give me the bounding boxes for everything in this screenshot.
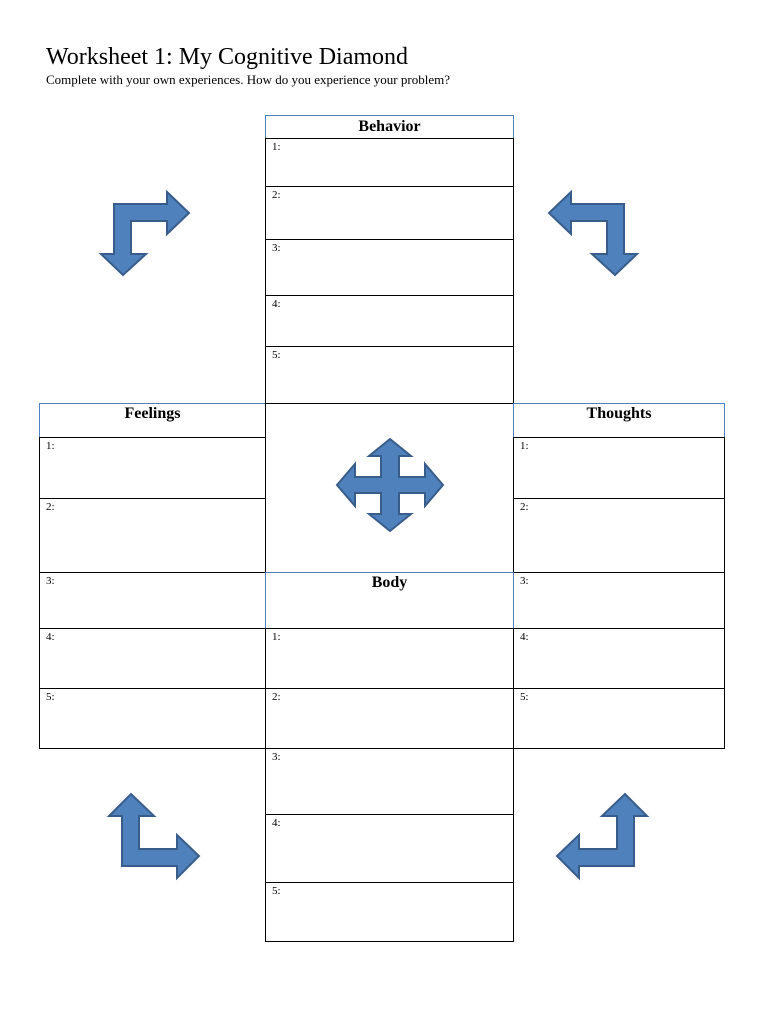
body-field-1[interactable]: 1: xyxy=(265,628,514,690)
body-field-3[interactable]: 3: xyxy=(265,748,514,816)
bent-arrow-icon xyxy=(555,792,650,881)
thoughts-field-3[interactable]: 3: xyxy=(513,572,725,630)
feelings-field-5[interactable]: 5: xyxy=(39,688,266,749)
behavior-header: Behavior xyxy=(265,115,514,139)
body-field-5[interactable]: 5: xyxy=(265,882,514,942)
thoughts-field-4[interactable]: 4: xyxy=(513,628,725,690)
behavior-field-1[interactable]: 1: xyxy=(265,138,514,188)
body-field-4[interactable]: 4: xyxy=(265,814,514,884)
bent-arrow-icon xyxy=(547,189,640,277)
thoughts-field-5[interactable]: 5: xyxy=(513,688,725,749)
thoughts-field-1[interactable]: 1: xyxy=(513,437,725,500)
behavior-field-3[interactable]: 3: xyxy=(265,239,514,297)
body-field-2[interactable]: 2: xyxy=(265,688,514,750)
feelings-field-4[interactable]: 4: xyxy=(39,628,266,690)
behavior-field-5[interactable]: 5: xyxy=(265,346,514,405)
thoughts-header: Thoughts xyxy=(513,403,725,438)
feelings-field-1[interactable]: 1: xyxy=(39,437,266,500)
page-subtitle: Complete with your own experiences. How … xyxy=(46,72,450,87)
feelings-field-3[interactable]: 3: xyxy=(39,572,266,630)
page-title: Worksheet 1: My Cognitive Diamond xyxy=(46,44,409,70)
thoughts-field-2[interactable]: 2: xyxy=(513,498,725,574)
bent-arrow-icon xyxy=(98,189,191,277)
behavior-field-4[interactable]: 4: xyxy=(265,295,514,348)
four-way-arrow-icon xyxy=(335,437,445,533)
body-header: Body xyxy=(265,572,514,630)
bent-arrow-icon xyxy=(106,792,201,881)
feelings-field-2[interactable]: 2: xyxy=(39,498,266,574)
behavior-field-2[interactable]: 2: xyxy=(265,186,514,241)
feelings-header: Feelings xyxy=(39,403,266,438)
